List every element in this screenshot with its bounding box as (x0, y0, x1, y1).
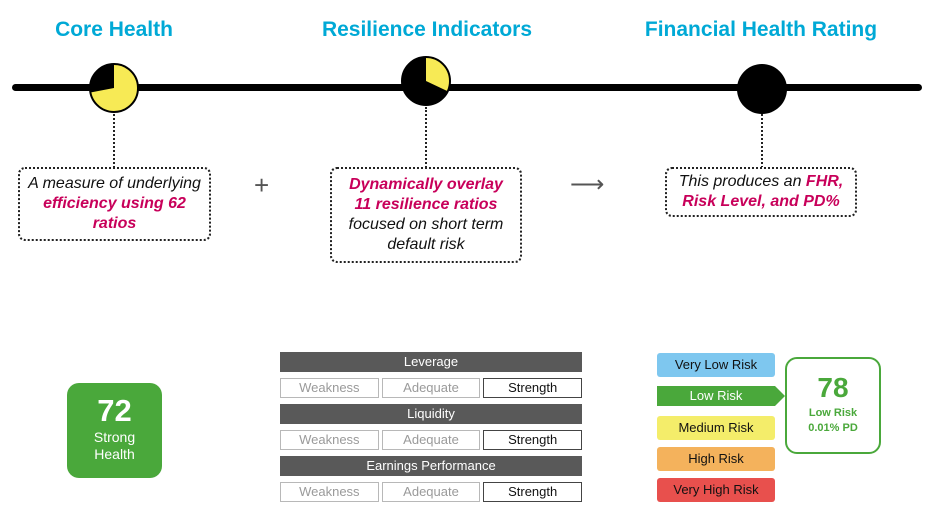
resilience-categories: Leverage Weakness Adequate Strength Liqu… (280, 352, 583, 502)
core-health-pie (89, 63, 139, 113)
core-pie-fill (90, 64, 138, 112)
risk-low-wrapper: Low Risk (657, 384, 785, 408)
option-strength: Strength (483, 378, 583, 398)
fhr-connector (761, 114, 763, 168)
category-title: Liquidity (280, 404, 582, 424)
resilience-callout: Dynamically overlay 11 resilience ratios… (330, 167, 522, 263)
resilience-callout-highlight: Dynamically overlay 11 resilience ratios (349, 176, 503, 213)
option-adequate: Adequate (381, 482, 481, 502)
option-adequate: Adequate (381, 378, 481, 398)
fhr-callout: This produces an FHR, Risk Level, and PD… (665, 167, 857, 217)
resilience-pie (401, 56, 451, 106)
core-score-label-1: Strong (93, 429, 136, 445)
fhr-score-value: 78 (817, 372, 849, 403)
arrow-operator: ⟶ (570, 171, 605, 198)
category-options: Weakness Adequate Strength (280, 378, 583, 398)
category-title: Leverage (280, 352, 582, 372)
resilience-callout-text: Dynamically overlay 11 resilience ratios… (342, 175, 510, 255)
core-callout: A measure of underlying efficiency using… (18, 167, 211, 241)
option-weakness: Weakness (280, 482, 379, 502)
fhr-callout-pre: This produces an (678, 173, 806, 190)
fhr-score-risk: Low Risk (808, 407, 858, 419)
core-connector (113, 114, 115, 168)
category-options: Weakness Adequate Strength (280, 430, 583, 450)
risk-low-arrow-shape (657, 386, 785, 406)
heading-core-health: Core Health (55, 18, 173, 41)
risk-very-low: Very Low Risk (657, 353, 775, 377)
category-options: Weakness Adequate Strength (280, 482, 583, 502)
risk-very-high: Very High Risk (657, 478, 775, 502)
plus-operator: + (254, 170, 270, 200)
option-strength: Strength (483, 430, 583, 450)
resilience-pie-outline (401, 56, 451, 106)
fhr-callout-text: This produces an FHR, Risk Level, and PD… (677, 172, 845, 212)
risk-low-arrow (657, 386, 785, 406)
core-callout-text: A measure of underlying efficiency using… (26, 174, 203, 234)
core-score-label-2: Health (94, 446, 135, 462)
option-strength: Strength (483, 482, 583, 502)
risk-high: High Risk (657, 447, 775, 471)
fhr-score-pd: 0.01% PD (808, 422, 858, 434)
option-weakness: Weakness (280, 430, 379, 450)
heading-financial-health-rating: Financial Health Rating (644, 18, 878, 41)
category-liquidity: Liquidity Weakness Adequate Strength (280, 404, 583, 450)
core-score-box: 72 Strong Health (67, 383, 162, 478)
timeline-bar (12, 84, 922, 91)
core-callout-pre: A measure of underlying (28, 175, 201, 192)
resilience-callout-post: focused on short term default risk (348, 216, 504, 253)
core-score-value: 72 (97, 393, 132, 428)
category-title: Earnings Performance (280, 456, 582, 476)
category-earnings-performance: Earnings Performance Weakness Adequate S… (280, 456, 583, 502)
fhr-node (737, 64, 787, 114)
core-pie-outline (89, 63, 139, 113)
risk-low: Low Risk (689, 388, 743, 403)
fhr-score-box: 78 Low Risk 0.01% PD (785, 357, 881, 454)
risk-medium: Medium Risk (657, 416, 775, 440)
option-adequate: Adequate (381, 430, 481, 450)
option-weakness: Weakness (280, 378, 379, 398)
resilience-connector (425, 107, 427, 168)
fhr-callout-highlight: FHR, Risk Level, and PD% (682, 173, 844, 210)
heading-resilience-indicators: Resilience Indicators (321, 18, 533, 41)
category-leverage: Leverage Weakness Adequate Strength (280, 352, 583, 398)
core-callout-highlight: efficiency using 62 ratios (43, 195, 186, 232)
